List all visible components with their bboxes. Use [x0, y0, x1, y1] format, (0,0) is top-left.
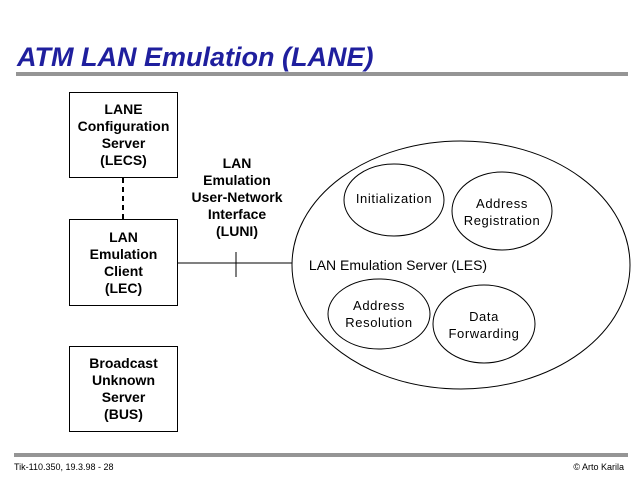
lec-label: LAN Emulation Client (LEC): [89, 228, 158, 296]
footer-left: Tik-110.350, 19.3.98 - 28: [14, 462, 114, 472]
footer-right: © Arto Karila: [573, 462, 624, 472]
bus-box: Broadcast Unknown Server (BUS): [69, 346, 178, 432]
lecs-label: LANE Configuration Server (LECS): [77, 101, 170, 168]
address-registration-label: Address Registration: [463, 196, 541, 228]
data-forwarding-label: Data Forwarding: [448, 309, 520, 341]
data-forwarding-circle: [432, 284, 536, 364]
footer-divider: [14, 453, 628, 457]
address-resolution-label: Address Resolution: [345, 298, 413, 330]
les-label: LAN Emulation Server (LES): [308, 257, 488, 273]
les-ellipse: [291, 140, 631, 390]
lecs-box: LANE Configuration Server (LECS): [69, 92, 178, 178]
address-resolution-circle: [327, 278, 431, 350]
lec-box: LAN Emulation Client (LEC): [69, 219, 178, 306]
page-title: ATM LAN Emulation (LANE): [17, 42, 374, 72]
title-divider: [16, 72, 628, 76]
luni-label: LAN Emulation User-Network Interface (LU…: [191, 155, 283, 239]
initialization-circle: [343, 163, 445, 237]
address-registration-circle: [451, 171, 553, 251]
bus-label: Broadcast Unknown Server (BUS): [89, 355, 158, 422]
initialization-label: Initialization: [355, 191, 433, 206]
